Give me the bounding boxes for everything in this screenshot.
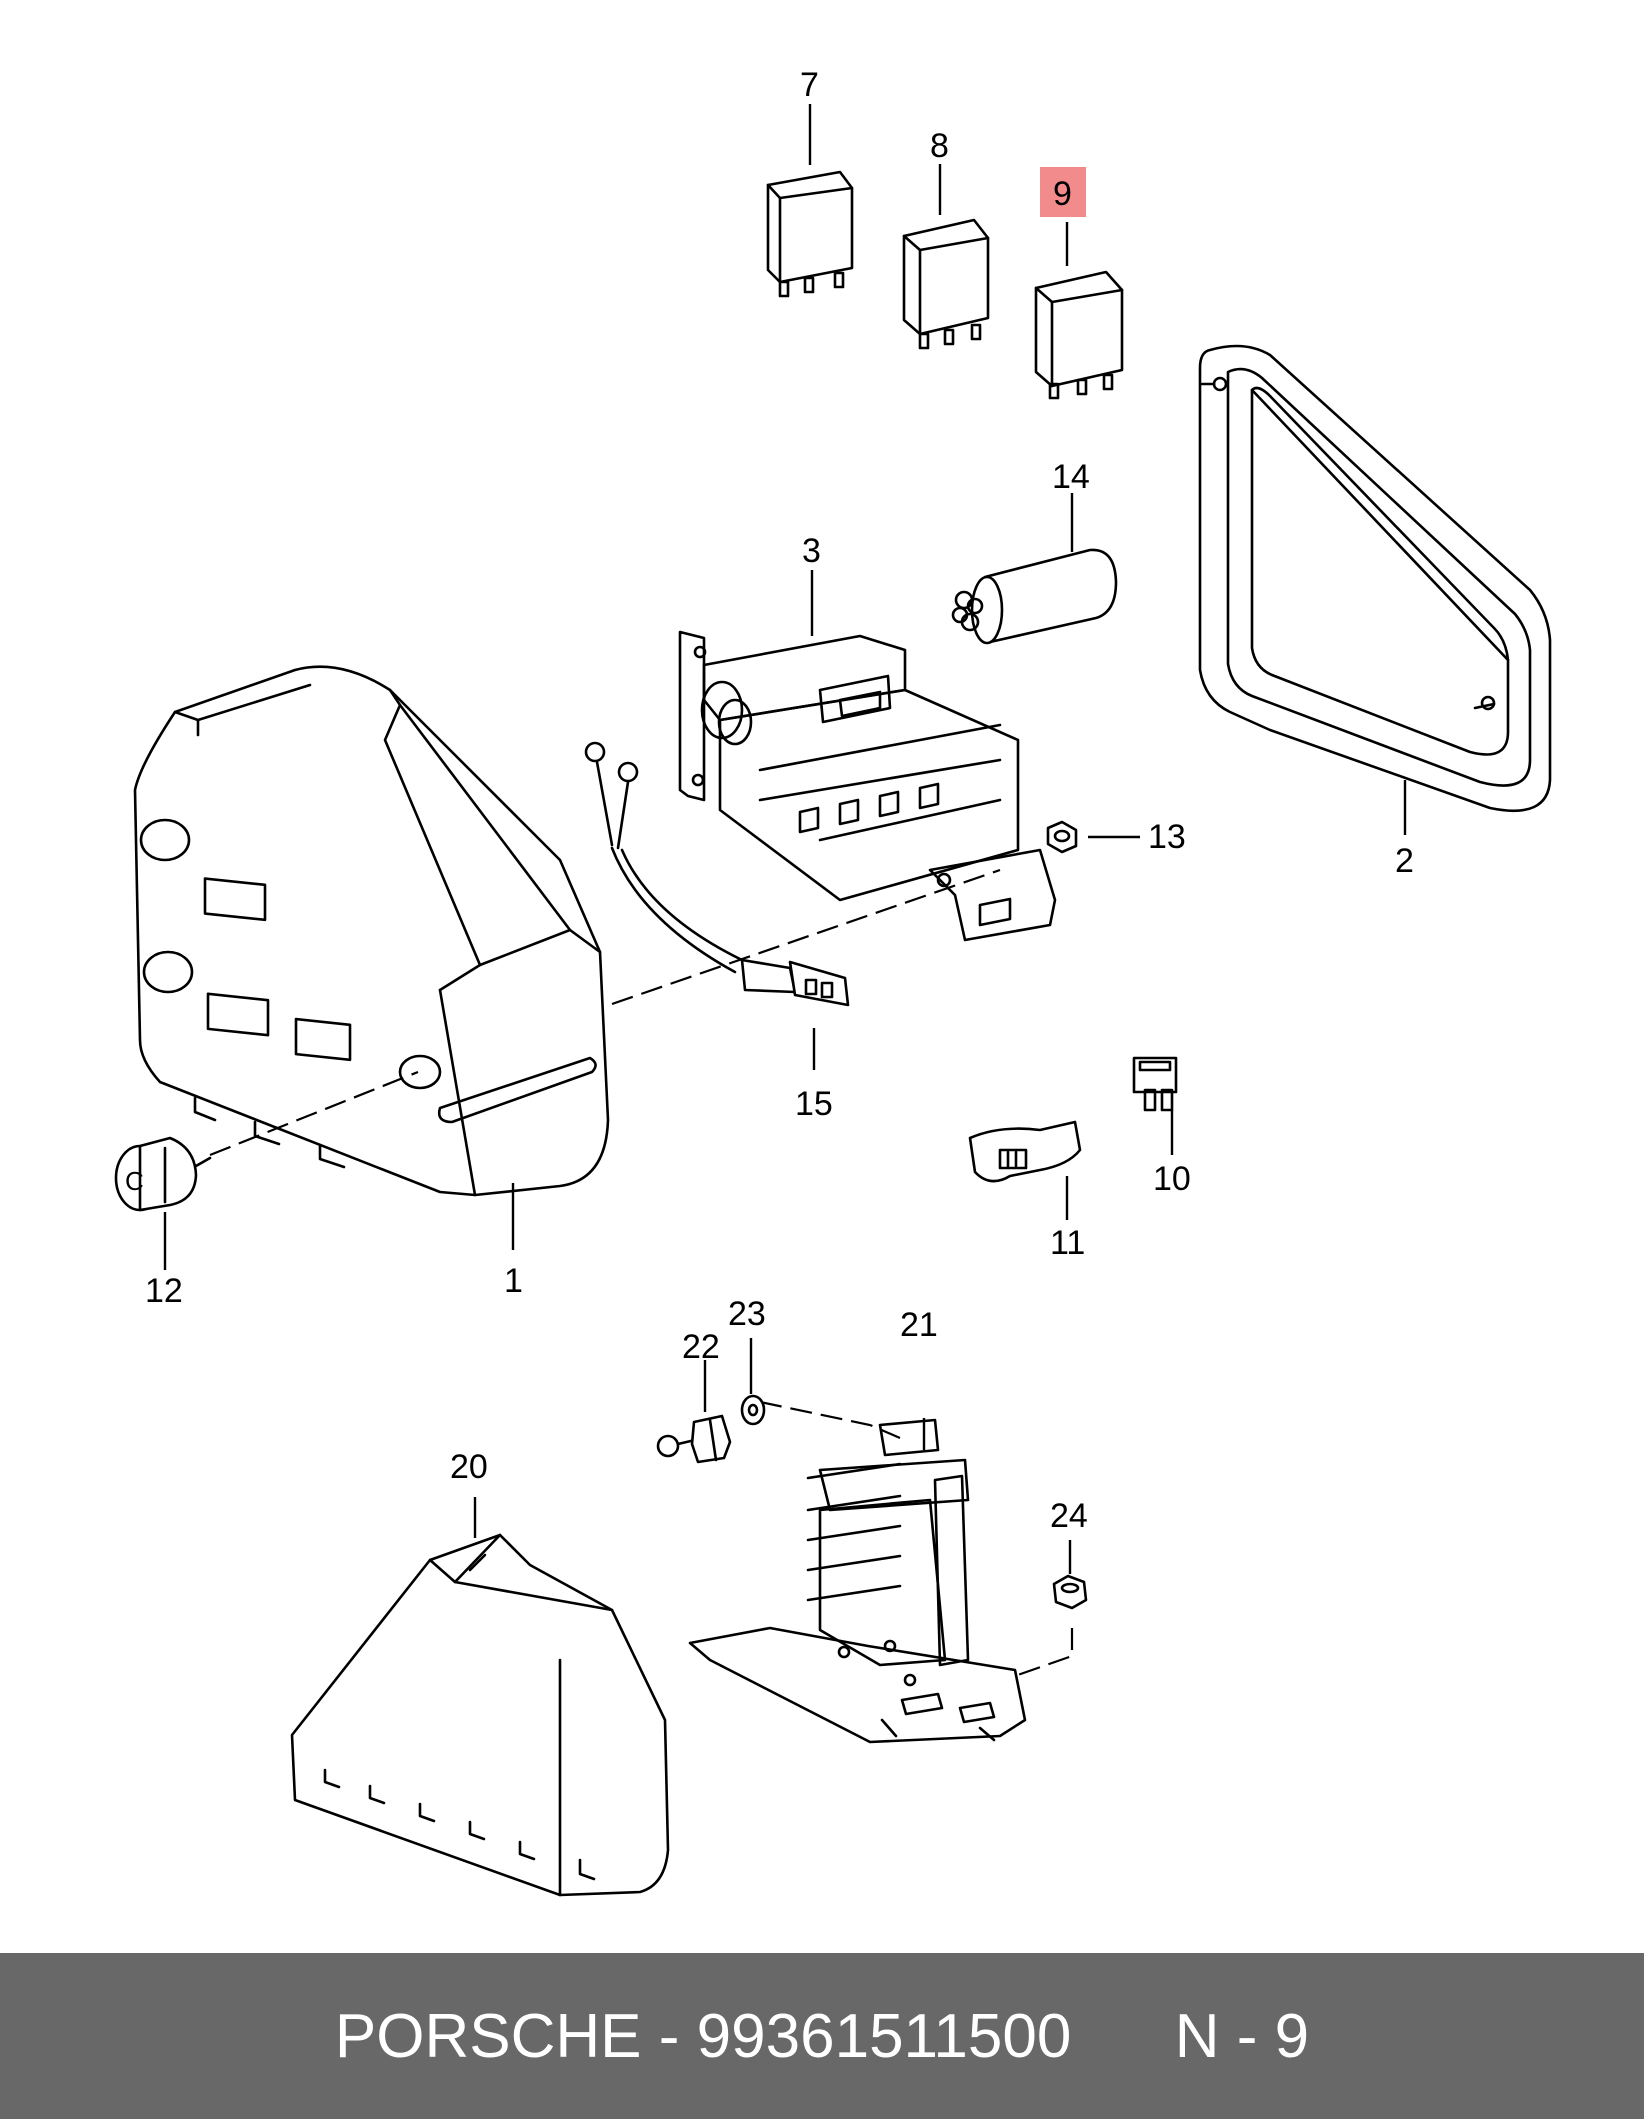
washer-part[interactable] [740,1394,766,1426]
caption-bar: PORSCHE - 99361511500 N - 9 [0,1953,1644,2119]
callout-7: 7 [800,66,819,104]
knob-part[interactable]: C [114,1136,212,1212]
callout-11: 11 [1050,1224,1085,1262]
bracket-part[interactable] [678,630,1057,942]
callout-9: 9 [1053,175,1072,213]
part-number: 99361511500 [696,2001,1072,2071]
condenser-part[interactable] [951,548,1118,645]
fuse-puller-part[interactable] [968,1120,1082,1183]
callout-3: 3 [802,532,821,570]
fuse-box-housing-part[interactable] [133,665,610,1197]
callout-2: 2 [1395,842,1414,880]
fuse-part[interactable] [1132,1056,1178,1112]
brand-name: PORSCHE [334,2001,642,2071]
callout-1: 1 [504,1262,523,1300]
svg-text:C: C [125,1166,144,1196]
parts-diagram: C [114,66,1552,1897]
callout-21: 21 [900,1306,938,1344]
callout-23: 23 [728,1295,766,1333]
callout-10: 10 [1153,1160,1191,1198]
callout-8: 8 [930,127,949,165]
callout-12: 12 [145,1272,183,1310]
callout-22: 22 [682,1328,720,1366]
callout-20: 20 [450,1448,488,1486]
callout-13: 13 [1148,818,1186,856]
relay-8-part[interactable] [902,218,990,350]
relay-7-part[interactable] [766,170,854,298]
diagram-reference: N - 9 [1174,2001,1310,2071]
callout-24: 24 [1050,1497,1088,1535]
callout-14: 14 [1052,458,1090,496]
gasket-frame-part[interactable] [1198,344,1552,813]
hex-nut-part[interactable] [1052,1574,1088,1610]
cover-part[interactable] [290,1533,670,1897]
relay-9-part[interactable] [1034,270,1124,400]
nut-part[interactable] [1046,820,1078,854]
wire-harness-part[interactable] [584,741,850,1007]
callout-9-highlight [1040,167,1086,217]
fuse-plate-part[interactable] [688,1418,1027,1744]
caption-separator: - [658,2001,680,2071]
bolt-part[interactable] [656,1414,732,1464]
callout-15: 15 [795,1085,833,1123]
